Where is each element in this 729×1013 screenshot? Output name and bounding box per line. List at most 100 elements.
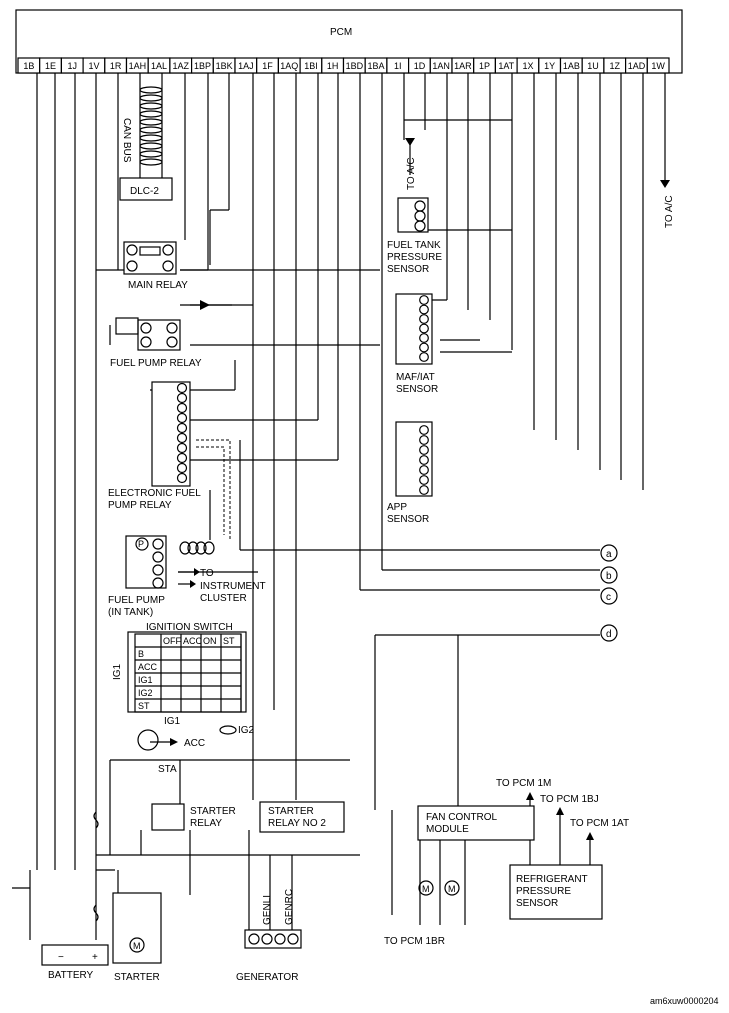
- ignition-side-label: IG1: [112, 663, 123, 680]
- maf-terminal: [419, 333, 429, 343]
- efpr-terminal: [176, 462, 188, 474]
- pcm-pin-label: 1P: [479, 61, 490, 71]
- pcm-pin-label: 1AR: [454, 61, 472, 71]
- pcm-pin-label: 1D: [414, 61, 426, 71]
- fuel-pump-terminal: [152, 577, 164, 589]
- main-relay-label: MAIN RELAY: [128, 280, 188, 291]
- pcm-pin-label: 1AT: [498, 61, 514, 71]
- efpr-terminal: [176, 402, 188, 414]
- ignition-row-label: ST: [138, 701, 150, 711]
- pump-icon: [135, 537, 149, 551]
- pcm-pin: 1F: [256, 57, 280, 74]
- dlc2-label: DLC-2: [130, 186, 159, 197]
- pcm-pin-label: 1J: [67, 61, 77, 71]
- generator-label: GENERATOR: [236, 972, 298, 983]
- ref-label-1: REFRIGERANT: [516, 874, 588, 885]
- starter-label: STARTER: [114, 972, 160, 983]
- fan-control-module: FAN CONTROL MODULE M M TO PCM 1BR: [384, 805, 535, 947]
- connectors: a b c d: [600, 544, 618, 642]
- pcm-pin-label: 1BP: [194, 61, 211, 71]
- pcm-pin-label: 1B: [23, 61, 34, 71]
- app-terminal: [419, 425, 429, 435]
- ignition-header: ACC: [183, 636, 203, 646]
- to-ac-label-1: TO A/C: [406, 157, 417, 190]
- svg-text:P: P: [138, 539, 144, 549]
- pcm-pin: 1E: [39, 57, 63, 74]
- app-terminal: [419, 465, 429, 475]
- pcm-pin: 1AR: [451, 57, 475, 74]
- pcm-pin-label: 1F: [262, 61, 273, 71]
- pcm-pin: 1AQ: [277, 57, 301, 74]
- connector-d: [600, 624, 618, 642]
- ignition-switch-label: IGNITION SWITCH: [146, 622, 233, 633]
- app-terminal: [419, 445, 429, 455]
- app-label-2: SENSOR: [387, 514, 429, 525]
- to-ac: TO A/C TO A/C: [405, 138, 675, 228]
- ignition-row-label: IG2: [138, 688, 153, 698]
- pcm-pin-label: 1BA: [368, 61, 385, 71]
- starter-relay-label-2: RELAY: [190, 818, 222, 829]
- instrument-label: INSTRUMENT: [200, 581, 266, 592]
- starter-relay-no2-label-2: RELAY NO 2: [268, 818, 326, 829]
- ignition-header: ST: [223, 636, 235, 646]
- battery-label: BATTERY: [48, 970, 94, 981]
- app-terminal: [419, 485, 429, 495]
- pcm-pin: 1AT: [494, 57, 518, 74]
- to-pcm-1m-label: TO PCM 1M: [496, 778, 551, 789]
- maf-terminal: [419, 304, 429, 315]
- svg-text:b: b: [606, 571, 612, 582]
- efpr-terminal: [176, 392, 188, 404]
- battery: − + BATTERY: [41, 944, 109, 981]
- main-relay: MAIN RELAY: [123, 241, 188, 291]
- pcm-pin-label: 1E: [45, 61, 56, 71]
- efpr-terminal: [176, 432, 188, 444]
- fan-motor-2-icon: [444, 880, 460, 896]
- pcm-pin-label: 1V: [88, 61, 99, 71]
- app-sensor: APP SENSOR: [387, 421, 433, 525]
- pcm-pin-label: 1BK: [216, 61, 233, 71]
- dlc2-connector: DLC-2: [119, 177, 173, 201]
- efpr-terminal: [176, 472, 188, 484]
- ignition-header: ON: [203, 636, 217, 646]
- maf-terminal: [419, 295, 429, 305]
- efpr-terminal: [176, 382, 188, 394]
- pcm-pin-label: 1AH: [129, 61, 147, 71]
- pcm-pin: 1BP: [191, 57, 214, 74]
- pcm-pin-label: 1I: [394, 61, 402, 71]
- pcm-pin: 1Z: [603, 57, 627, 74]
- pcm-pin-label: 1AQ: [280, 61, 298, 71]
- to-pcm-1at-label: TO PCM 1AT: [570, 818, 629, 829]
- efpr-terminal: [176, 422, 188, 434]
- pcm-pin-label: 1AJ: [238, 61, 254, 71]
- ref-label-2: PRESSURE: [516, 886, 571, 897]
- fuel-pump-label-1: FUEL PUMP: [108, 595, 165, 606]
- starter-relay-no2-label-1: STARTER: [268, 806, 314, 817]
- to-pcm-1br-label: TO PCM 1BR: [384, 936, 445, 947]
- can-bus-twist: CAN BUS: [121, 86, 163, 166]
- pcm-pin-label: 1BD: [346, 61, 364, 71]
- pcm-pin: 1J: [60, 57, 84, 74]
- pcm-pin: 1AL: [147, 57, 171, 74]
- fuel-pump-label-2: (IN TANK): [108, 607, 153, 618]
- cluster-label: CLUSTER: [200, 593, 247, 604]
- motor-icon: [129, 937, 145, 953]
- app-label-1: APP: [387, 502, 407, 513]
- ignition-row-label: ACC: [138, 662, 158, 672]
- efpr-label-2: PUMP RELAY: [108, 500, 172, 511]
- battery-plus: +: [92, 952, 98, 963]
- genrc-label: GENRC: [284, 889, 295, 925]
- pcm-pin: 1U: [581, 57, 605, 74]
- fuel-pump-terminal: [152, 538, 164, 550]
- maf-terminal: [419, 352, 429, 362]
- connector-a: [600, 544, 618, 562]
- fuel-tank-pressure-sensor: FUEL TANK PRESSURE SENSOR: [387, 197, 442, 275]
- pcm-pin: 1Y: [538, 57, 562, 74]
- pcm-pin-label: 1W: [651, 61, 665, 71]
- pcm-pin: 1BK: [212, 57, 236, 74]
- pcm-pin-label: 1H: [327, 61, 339, 71]
- efpr-terminal: [176, 452, 188, 464]
